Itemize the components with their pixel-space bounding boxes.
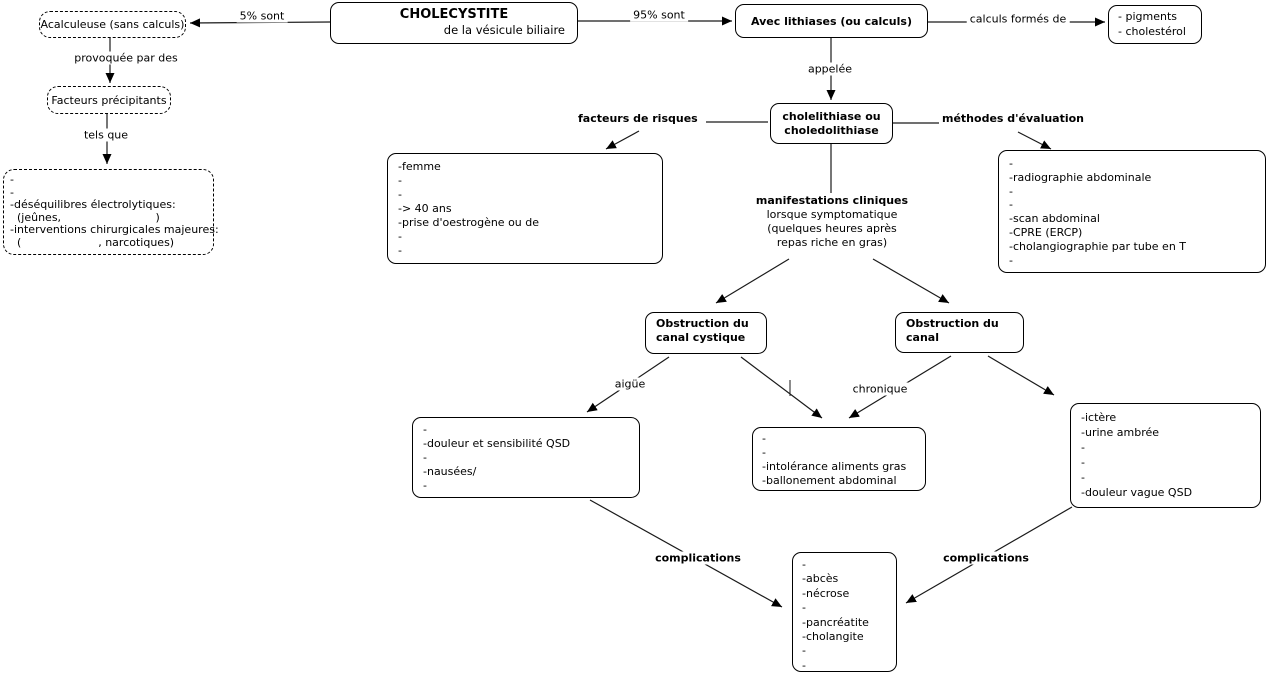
text-line: -cholangiographie par tube en T [1009,239,1187,253]
text-line: cholelithiase ou [782,109,881,123]
edge-label-facteurs-risques: facteurs de risques [575,112,701,125]
node-precipitants-detail: ---déséquilibres électrolytiques: (jeûne… [3,169,219,255]
text-line: - cholestérol [1118,25,1186,38]
text-line: - [398,188,402,201]
node-cholecystite-subtitle: de la vésicule biliaire [443,23,565,37]
edge-label-appelee: appelée [804,62,856,76]
edge-label-chronique: chronique [849,382,911,396]
text-line: - [398,174,402,187]
text-line: - [1081,471,1085,484]
text-line: -CPRE (ERCP) [1009,225,1083,239]
node-symptomes-obstruction: -ictère -urine ambrée - - - -douleur vague QS… [1070,403,1261,508]
edge-label-methodes-evaluation: méthodes d'évaluation [939,112,1088,125]
text-line: - [10,173,14,186]
text-line: canal cystique [656,331,746,344]
node-cholecystite: CHOLECYSTITE de la vésicule biliaire [330,2,578,44]
text-line: -intolérance aliments gras [762,460,907,473]
text-line: - [398,230,402,243]
text-line: - [802,601,806,615]
edge-label-aigue: aigüe [611,377,649,391]
text-line: -> 40 ans [398,202,452,215]
text-line: - [1081,441,1085,454]
node-acalculeuse: Acalculeuse (sans calculs) [39,11,186,38]
node-cholecystite-title: CHOLECYSTITE [399,7,509,22]
text-line: Obstruction du [656,317,749,330]
manifestations-block: manifestations cliniques lorsque symptom… [726,194,938,250]
text-line: - [1009,198,1013,212]
edge-label-complications-droite: complications [940,551,1032,565]
text-line: - [423,423,427,436]
text-line: - [398,244,402,257]
node-facteurs-precipitants: Facteurs précipitants [47,86,171,114]
text-line: -nausées/ [423,465,477,478]
node-avec-lithiases-label: Avec lithiases (ou calculs) [751,14,912,28]
text-line: - [1009,253,1013,267]
manifestations-title: manifestations cliniques [755,194,909,207]
node-symptomes-aigus: --douleur et sensibilité QSD--nausées/- [412,417,640,498]
text-line: -déséquilibres électrolytiques: [10,198,176,212]
text-line: repas riche en gras) [776,236,888,249]
text-line: -prise d'oestrogène ou de [398,216,540,229]
text-line: - [762,446,766,459]
node-facteurs-risque-detail: -femme---> 40 ans-prise d'oestrogène ou … [387,153,663,264]
text-line: -pancréatite [802,615,869,629]
text-line: -ballonement abdominal [762,474,897,487]
text-line: (quelques heures après [767,222,897,235]
text-line: - [10,185,14,199]
edge-label-5-pct: 5% sont [236,9,288,23]
text-line: choledolithiase [784,123,879,137]
text-line: - [802,558,806,571]
node-calcul-composition: - pigments - cholestérol [1108,5,1202,44]
text-line: -douleur vague QSD [1081,486,1193,499]
text-line: -abcès [802,572,839,586]
text-line: ( , narcotiques) [10,235,175,249]
text-line: - [802,658,806,672]
text-line: -scan abdominal [1009,212,1100,226]
text-line: - [1009,184,1013,198]
text-line: -urine ambrée [1081,426,1160,439]
text-line: - [423,479,427,492]
text-line: lorsque symptomatique [766,208,898,221]
text-line: -ictère [1081,411,1117,424]
edge-label-95-pct: 95% sont [630,8,688,22]
text-line: -radiographie abdominale [1009,170,1152,184]
text-line: - [423,451,427,464]
text-line: - [1081,456,1085,469]
text-line: -nécrose [802,586,850,600]
node-methodes-evaluation-detail: --radiographie abdominale---scan abdomin… [998,150,1266,273]
edge-label-provoquee-par: provoquée par des [71,51,181,65]
text-line: (jeûnes, ) [10,210,160,224]
edge-label-tels-que: tels que [80,128,132,142]
text-line: - [802,644,806,658]
node-symptomes-chroniques: ---intolérance aliments gras-ballonement… [752,427,926,491]
text-line: -interventions chirurgicales majeures: [10,223,219,237]
manifestations-lines: lorsque symptomatique(quelques heures ap… [726,208,938,250]
node-avec-lithiases: Avec lithiases (ou calculs) [735,4,928,38]
text-line: - [762,432,766,445]
edge-label-calculs-formes: calculs formés de [966,12,1070,26]
text-line: Obstruction du [906,317,999,330]
node-acalculeuse-label: Acalculeuse (sans calculs) [40,18,185,31]
node-complications-detail: --abcès-nécrose--pancréatite-cholangite-… [792,552,897,672]
text-line: -cholangite [802,630,864,644]
node-facteurs-precipitants-label: Facteurs précipitants [51,93,167,107]
text-line: -douleur et sensibilité QSD [423,437,571,450]
text-line: - pigments [1118,10,1177,23]
text-line: - [1009,157,1013,170]
edge-label-complications-gauche: complications [652,551,744,565]
text-line: -femme [398,160,441,173]
text-line: canal [906,331,939,344]
